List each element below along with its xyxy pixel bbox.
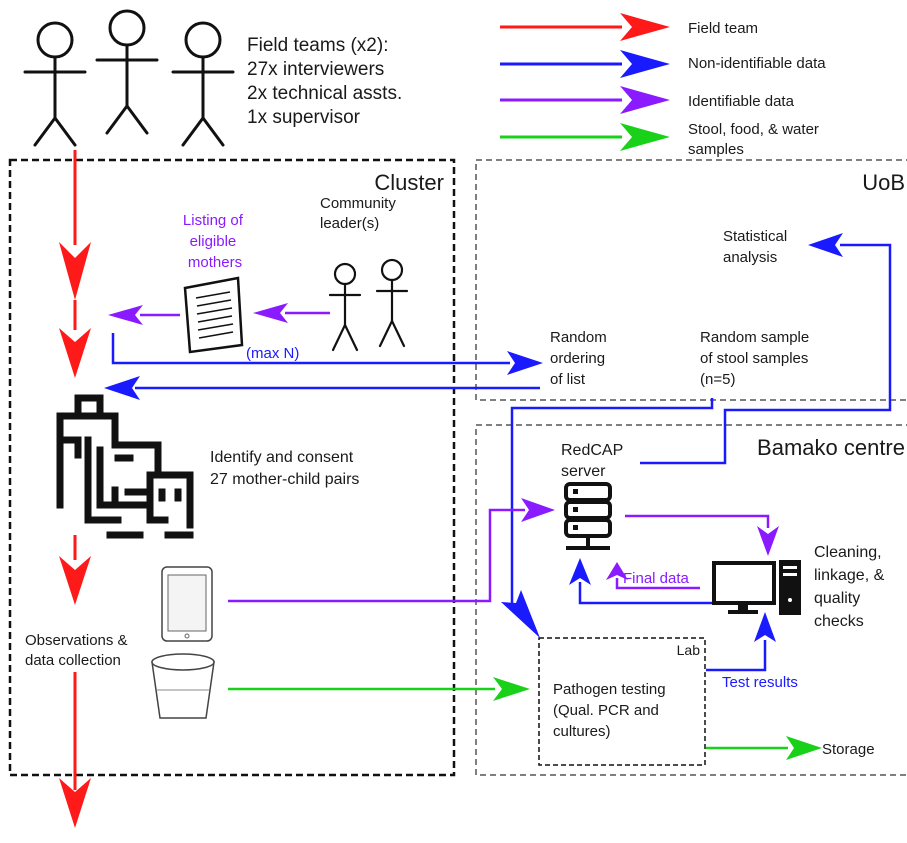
storage-label: Storage <box>822 741 875 758</box>
cleaning-line: Cleaning, <box>814 544 882 561</box>
community-leader-label: Community leader(s) <box>320 195 400 232</box>
samples-flow-to-lab <box>228 677 530 701</box>
non-identifiable-flow-sample-to-lab <box>501 398 714 638</box>
village-icon <box>56 394 194 539</box>
stick-figure-icon <box>95 9 159 135</box>
redcap-line: server <box>561 463 606 480</box>
legend-label: Identifiable data <box>688 93 795 110</box>
random-sample-line: Random sample <box>700 329 809 346</box>
legend-item-field-team: Field team <box>500 13 758 41</box>
pathogen-testing-line: cultures) <box>553 723 611 740</box>
statistical-analysis-line: Statistical <box>723 228 787 245</box>
cluster-region-label: Cluster <box>374 170 444 195</box>
cleaning-line: checks <box>814 613 864 630</box>
stick-figure-icon <box>375 258 409 348</box>
random-sample-line: (n=5) <box>700 371 735 388</box>
random-ordering-line: Random <box>550 329 607 346</box>
server-lights <box>573 489 578 530</box>
field-team-flow <box>59 150 91 828</box>
samples-flow-to-storage <box>706 736 822 760</box>
listing-line: eligible <box>190 233 237 250</box>
legend-item-samples: Stool, food, & water samples <box>500 121 823 158</box>
identifiable-flow-redcap-to-computer <box>625 514 779 556</box>
cleaning-line: linkage, & <box>814 567 885 584</box>
non-identifiable-flow-to-random-ordering <box>111 333 543 375</box>
computer-icon <box>712 560 801 615</box>
stick-figure-icon <box>23 21 87 147</box>
field-teams-line: 27x interviewers <box>247 59 384 80</box>
random-ordering-line: of list <box>550 371 586 388</box>
bucket-icon <box>151 653 215 719</box>
lab-region-label: Lab <box>677 642 701 658</box>
identify-consent-line: 27 mother-child pairs <box>210 471 359 488</box>
document-icon <box>183 276 244 354</box>
redcap-line: RedCAP <box>561 442 623 459</box>
field-teams-line: Field teams (x2): <box>247 35 388 56</box>
statistical-analysis-label: Statistical analysis <box>723 228 791 266</box>
random-sample-label: Random sample of stool samples (n=5) <box>700 329 813 388</box>
tablet-icon <box>161 566 213 642</box>
legend-label: Non-identifiable data <box>688 55 826 72</box>
random-ordering-line: ordering <box>550 350 605 367</box>
community-leader-line: leader(s) <box>320 215 379 232</box>
identify-consent-line: Identify and consent <box>210 449 354 466</box>
max-n-label: (max N) <box>246 345 299 362</box>
identifiable-flow-listing-to-field <box>108 305 180 325</box>
field-teams-line: 2x technical assts. <box>247 83 402 104</box>
redcap-label: RedCAP server <box>561 442 627 480</box>
listing-line: Listing of <box>183 212 244 229</box>
non-identifiable-flow-random-sample-return <box>104 376 540 400</box>
cluster-region-box <box>8 158 456 777</box>
identifiable-flow-leaders-to-listing <box>253 303 330 323</box>
server-icon <box>564 482 612 550</box>
observations-label: Observations & data collection <box>25 632 132 669</box>
listing-label: Listing of eligible mothers <box>183 212 247 271</box>
statistical-analysis-line: analysis <box>723 249 777 266</box>
identify-consent-label: Identify and consent 27 mother-child pai… <box>210 449 359 488</box>
pathogen-testing-line: Pathogen testing <box>553 681 666 698</box>
legend-item-identifiable: Identifiable data <box>500 86 795 114</box>
field-teams-line: 1x supervisor <box>247 107 361 128</box>
identifiable-flow-tablet-to-redcap <box>228 498 555 603</box>
field-teams-text: Field teams (x2): 27x interviewers 2x te… <box>247 35 408 128</box>
uob-region-box <box>475 159 907 401</box>
observations-line: data collection <box>25 652 121 669</box>
final-data-label: Final data <box>623 570 690 587</box>
legend-label: Field team <box>688 20 758 37</box>
random-sample-line: of stool samples <box>700 350 808 367</box>
legend: Field team Non-identifiable data Identif… <box>500 13 826 158</box>
legend-item-non-identifiable: Non-identifiable data <box>500 50 826 78</box>
non-identifiable-flow-to-statistical-analysis <box>640 233 892 465</box>
cleaning-label: Cleaning, linkage, & quality checks <box>814 544 889 630</box>
cleaning-line: quality <box>814 590 860 607</box>
stick-figure-icon <box>328 262 362 352</box>
lab-region-box <box>538 637 706 766</box>
identifiable-flow-final-data <box>606 562 700 590</box>
observations-line: Observations & <box>25 632 128 649</box>
pathogen-testing-label: Pathogen testing (Qual. PCR and cultures… <box>553 681 670 740</box>
legend-label-line: Stool, food, & water <box>688 121 819 138</box>
legend-label: Stool, food, & water samples <box>688 121 823 158</box>
random-ordering-label: Random ordering of list <box>550 329 611 388</box>
listing-line: mothers <box>188 254 242 271</box>
non-identifiable-flow-test-results <box>706 612 776 672</box>
legend-label-line: samples <box>688 141 744 158</box>
bamako-region-label: Bamako centre <box>757 435 905 460</box>
pathogen-testing-line: (Qual. PCR and <box>553 702 659 719</box>
community-leader-line: Community <box>320 195 396 212</box>
non-identifiable-flow-computer-to-redcap <box>569 558 712 605</box>
stick-figure-icon <box>171 21 235 147</box>
test-results-label: Test results <box>722 674 798 691</box>
uob-region-label: UoB <box>862 170 905 195</box>
